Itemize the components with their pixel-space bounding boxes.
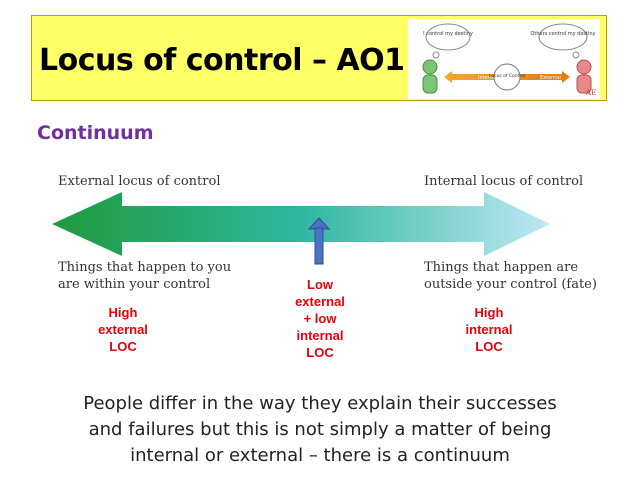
low-external-low-internal-label: Low external + low internal LOC: [295, 277, 345, 360]
thumb-internal-text: Internal: [478, 75, 497, 81]
thumb-logo: AE: [585, 89, 596, 97]
external-description: Things that happen to you are within you…: [58, 260, 232, 292]
continuum-statement: People differ in the way they explain th…: [83, 393, 557, 466]
midpoint-pointer-arrow: [307, 217, 331, 265]
bubble-left-text: I control my destiny: [423, 31, 473, 37]
thumb-center-text: Locus of Control: [489, 73, 525, 79]
high-external-label: High external LOC: [98, 305, 148, 354]
section-subtitle: Continuum: [37, 122, 154, 144]
title-banner: Locus of control – AO1 I control my dest…: [31, 15, 607, 101]
continuum-double-arrow: [52, 192, 550, 256]
locus-thumbnail-image: I control my destiny Others control my d…: [408, 19, 600, 99]
bubble-right-text: Others control my destiny: [530, 31, 595, 37]
internal-description: Things that happen are outside your cont…: [424, 260, 597, 292]
locus-diagram-icon: I control my destiny Others control my d…: [422, 23, 596, 97]
internal-locus-heading: Internal locus of control: [424, 174, 584, 189]
slide-title: Locus of control – AO1: [39, 43, 405, 78]
high-internal-label: High internal LOC: [465, 305, 513, 354]
thumb-external-text: External: [540, 75, 561, 81]
external-locus-heading: External locus of control: [58, 174, 221, 189]
